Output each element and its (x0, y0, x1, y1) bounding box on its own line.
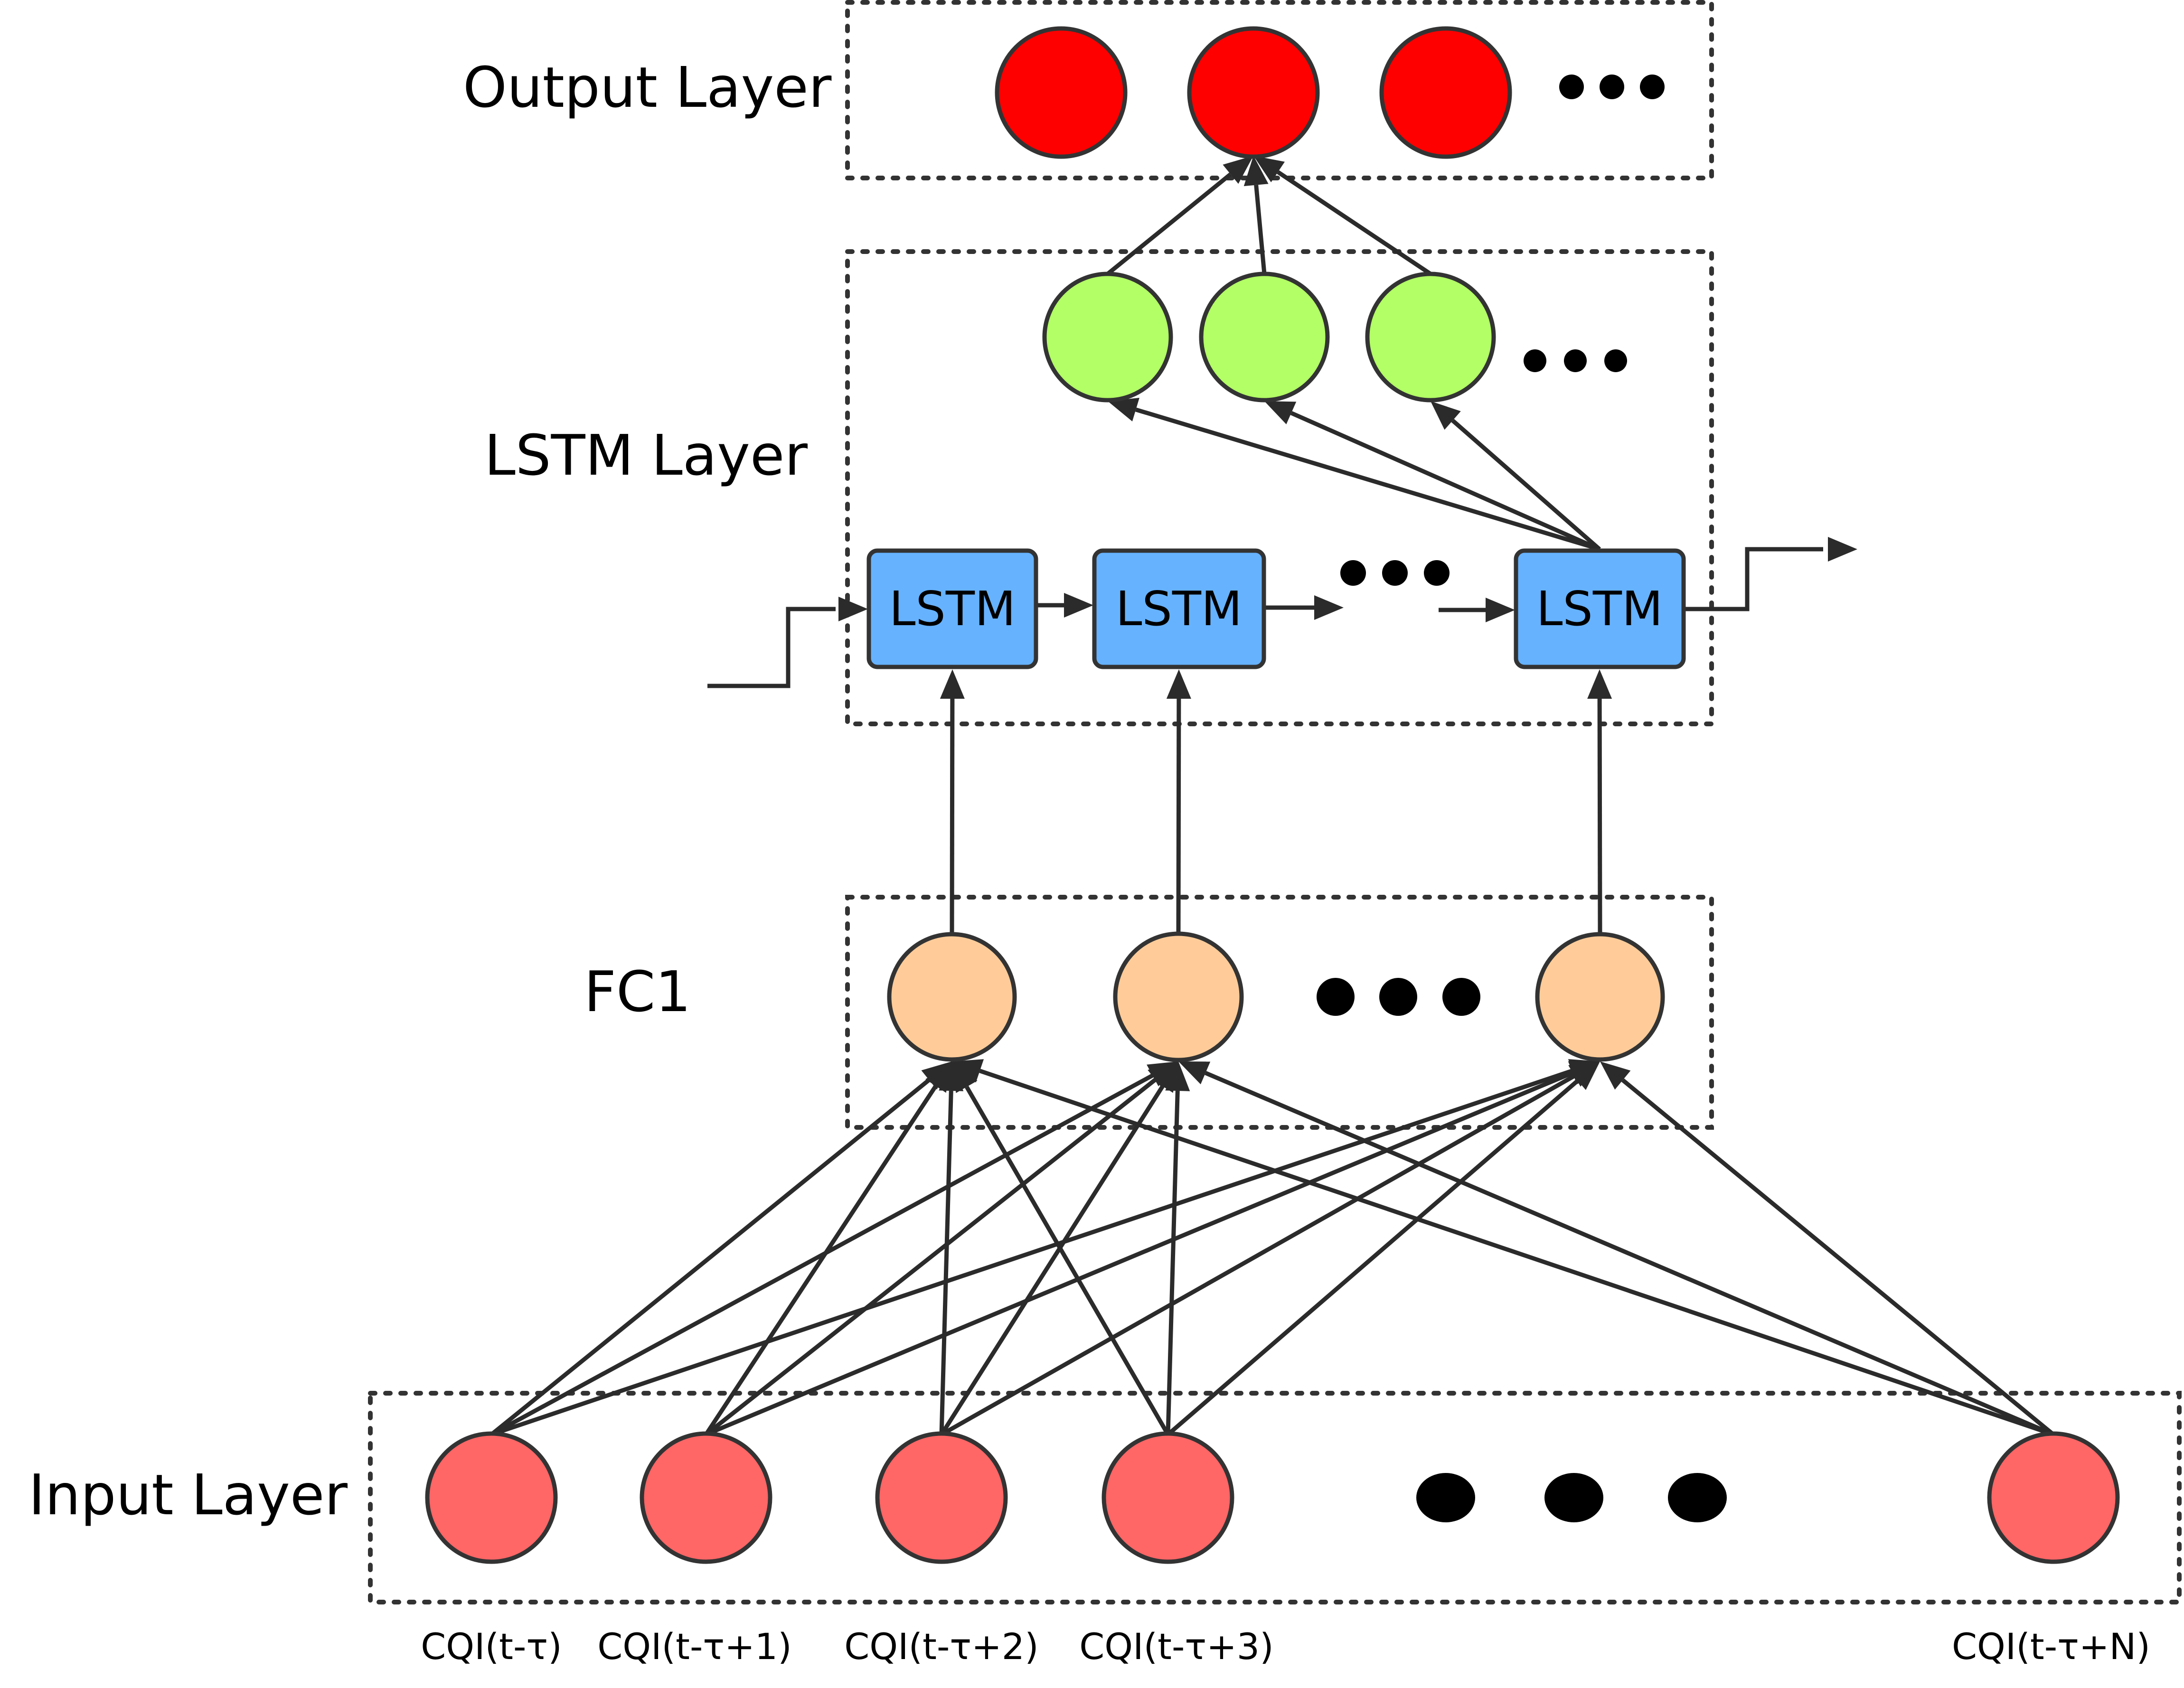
lstm-output-node (1365, 272, 1496, 403)
lstm-output-node (1199, 272, 1330, 403)
output-node (1379, 26, 1512, 159)
lstm-cell-label: LSTM (1536, 581, 1663, 637)
input-to-fc1-edge (1167, 1079, 1580, 1436)
lstm-to-output-node-edge-arrowhead (1431, 401, 1461, 430)
lstm-cell: LSTM (1092, 548, 1266, 669)
input-to-fc1-edge-arrowhead (952, 1059, 984, 1083)
input-to-fc1-edge (490, 1078, 931, 1436)
fc1-to-lstm-edge-arrowhead (1166, 669, 1191, 699)
lstm-recurrent-edge-arrowhead (1486, 598, 1515, 622)
input-to-fc1-edge-arrowhead (1600, 1061, 1631, 1090)
output-node (995, 26, 1128, 159)
input-to-fc1-edge (705, 1070, 1574, 1437)
input-to-fc1-edge (1205, 1071, 2054, 1437)
input-to-fc1-edge (1621, 1078, 2055, 1436)
input-node (640, 1431, 772, 1564)
input-layer-label: Input Layer (28, 1462, 348, 1528)
input-to-fc1-edge (490, 1069, 1573, 1437)
lstm-cell-label: LSTM (1116, 581, 1243, 637)
lstm-to-output-layer-edge-arrowhead (1223, 156, 1253, 184)
lstm-to-output-node-edge-arrowhead (1108, 397, 1139, 422)
lstm-cell-label: LSTM (889, 581, 1016, 637)
lstm-output-ellipsis (1524, 349, 1627, 372)
lstm-output-node (1042, 272, 1173, 403)
lstm-output-arrowhead (1828, 537, 1857, 562)
input-to-fc1-edge (704, 1085, 938, 1436)
lstm-layer-label: LSTM Layer (484, 422, 808, 488)
input-to-fc1-edge (965, 1086, 1170, 1436)
input-to-fc1-edge (705, 1078, 1157, 1436)
input-to-fc1-edge (940, 1074, 1576, 1436)
fc1-layer-box (845, 895, 1714, 1130)
input-to-fc1-edge-arrowhead (1570, 1061, 1600, 1090)
output-layer-label: Output Layer (463, 55, 832, 120)
input-node-label: CQI(t-τ+1) (597, 1625, 792, 1668)
fc1-layer-label: FC1 (584, 959, 691, 1024)
input-to-fc1-edge (940, 1085, 1165, 1436)
edges-group (490, 156, 2055, 1437)
lstm-to-output-node-edge (1451, 419, 1601, 551)
lstm-cell: LSTM (866, 548, 1038, 669)
lstm-output-step-edge (1685, 547, 1823, 611)
input-to-fc1-edge (490, 1073, 1154, 1436)
input-node-label: CQI(t-τ) (421, 1625, 562, 1668)
fc1-ellipsis (1317, 978, 1480, 1016)
output-node (1187, 26, 1320, 159)
input-node (425, 1431, 558, 1564)
input-to-fc1-edge-arrowhead (1165, 1061, 1190, 1091)
lstm-input-step-edge (707, 607, 836, 688)
input-node (1987, 1431, 2120, 1564)
lstm-to-output-node-edge (1135, 407, 1600, 552)
lstm-to-output-node-edge-arrowhead (1264, 401, 1297, 424)
lstm-to-output-layer-edge (1277, 170, 1432, 276)
fc1-node (1113, 931, 1244, 1062)
lstm-layer-box (845, 249, 1714, 726)
input-node (1101, 1431, 1234, 1564)
fc1-node (1535, 932, 1665, 1062)
input-node-label: CQI(t-τ+3) (1079, 1625, 1274, 1668)
fc1-to-lstm-edge-arrowhead (1587, 669, 1612, 699)
fc1-to-lstm-edge-arrowhead (940, 669, 965, 699)
lstm-recurrent-edge-arrowhead (1314, 595, 1344, 620)
input-layer-box (368, 1391, 2182, 1604)
lstm-cell: LSTM (1514, 548, 1686, 669)
input-to-fc1-edge (939, 1090, 953, 1435)
input-node-label: CQI(t-τ+2) (844, 1625, 1039, 1668)
lstm-ellipsis (1340, 560, 1450, 586)
input-node-label: CQI(t-τ+N) (1952, 1625, 2150, 1668)
input-to-fc1-edge (979, 1069, 2054, 1437)
fc1-to-lstm-edge (1176, 698, 1181, 935)
output-ellipsis (1559, 75, 1665, 99)
output-layer-box (845, 0, 1714, 180)
lstm-input-arrowhead (838, 597, 868, 621)
lstm-to-output-layer-edge-arrowhead (1253, 156, 1285, 183)
lstm-to-output-layer-edge (1106, 172, 1232, 276)
input-to-fc1-edge (1166, 1090, 1180, 1435)
input-ellipsis (1416, 1473, 1727, 1522)
input-to-fc1-edge-arrowhead (1178, 1061, 1211, 1085)
input-node (875, 1431, 1008, 1564)
lstm-to-output-node-edge (1290, 411, 1600, 552)
fc1-node (887, 932, 1017, 1062)
lstm-recurrent-edge-arrowhead (1064, 593, 1093, 618)
lstm-to-output-layer-edge (1254, 185, 1267, 274)
lstm-to-output-layer-edge-arrowhead (1243, 156, 1269, 187)
input-to-fc1-edge-arrowhead (952, 1061, 978, 1093)
